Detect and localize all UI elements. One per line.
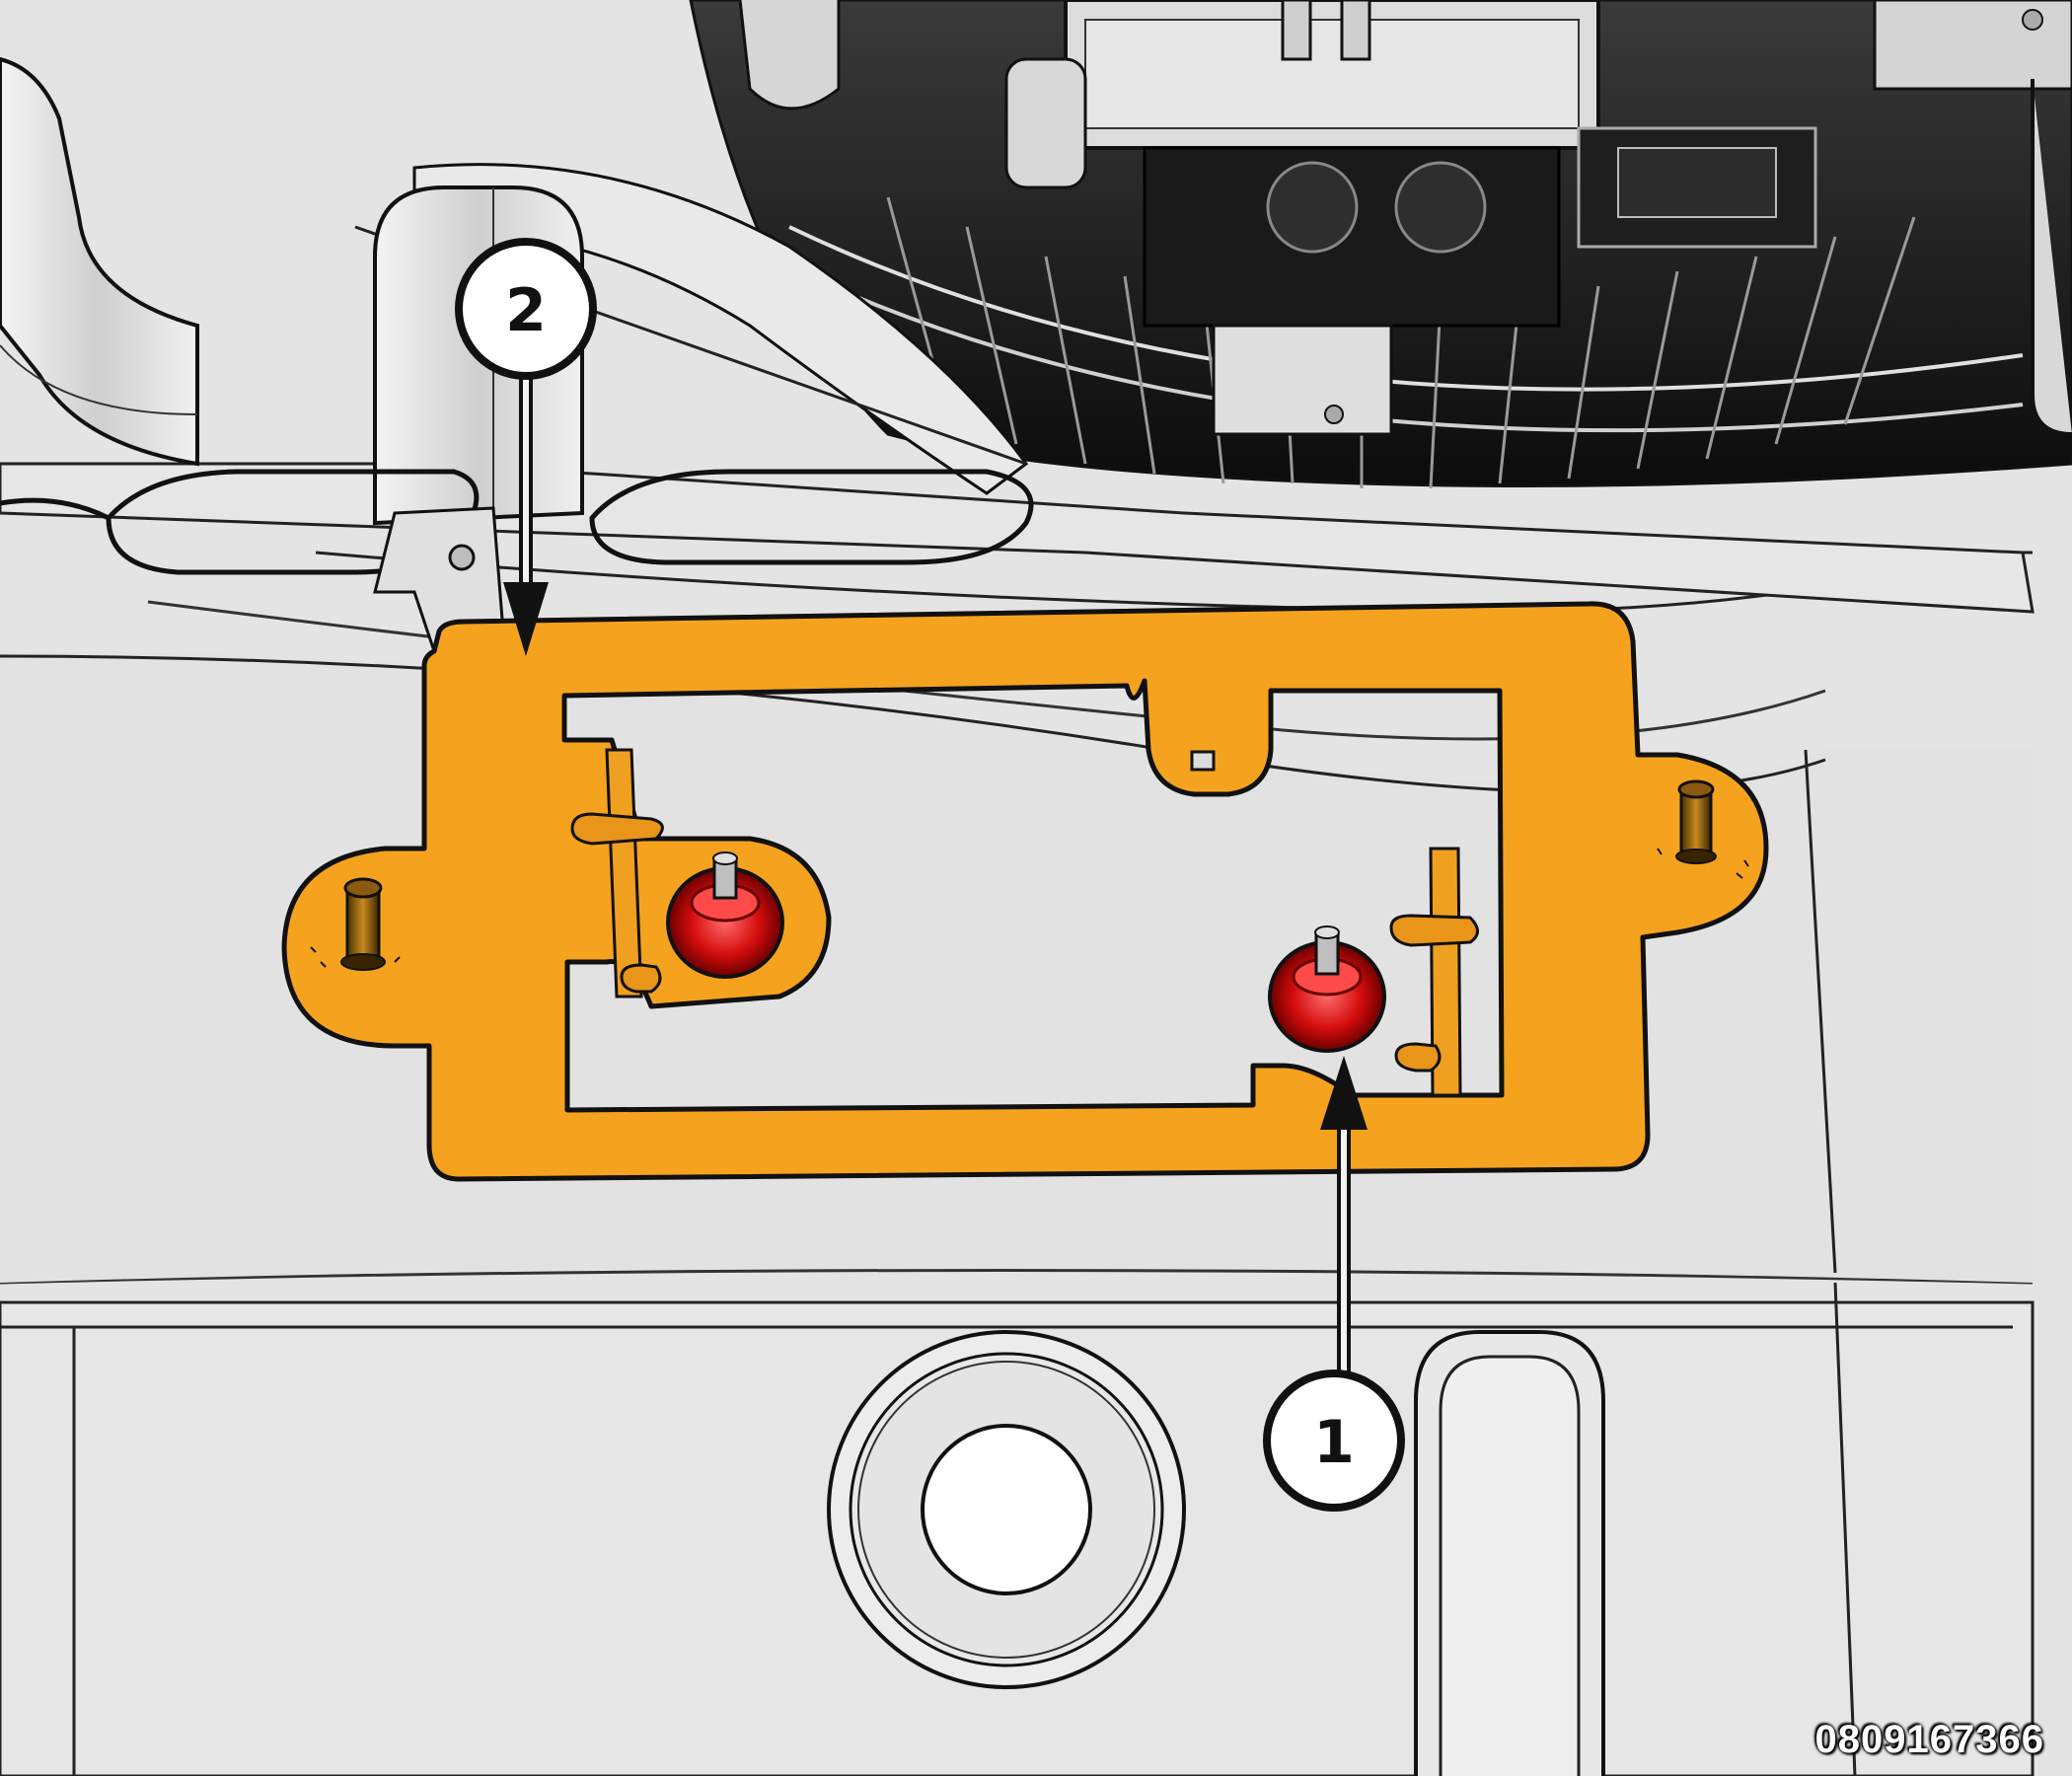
callout-2: 2 <box>455 238 597 656</box>
nut-right <box>1268 925 1386 1053</box>
callout-1-number: 1 <box>1313 1408 1355 1477</box>
round-plug <box>827 1330 1186 1689</box>
mount-tab <box>373 506 505 653</box>
bracket-flanges <box>570 748 1479 1097</box>
figure-id: 0809167366 <box>1814 1718 2044 1761</box>
oblong-slot <box>1414 1330 1605 1776</box>
blower-assembly <box>689 0 2072 489</box>
nut-left <box>666 851 784 979</box>
callout-1: 1 <box>1263 1056 1405 1512</box>
callout-2-number: 2 <box>505 276 547 345</box>
bracket <box>281 601 1769 1182</box>
